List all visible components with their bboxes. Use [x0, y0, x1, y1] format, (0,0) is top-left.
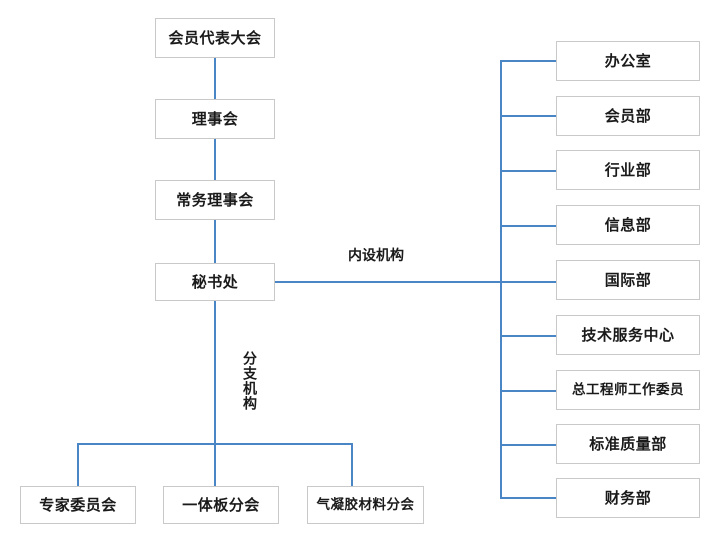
connector-stub-industry — [500, 170, 556, 172]
connector-stub-office — [500, 60, 556, 62]
node-standing-council[interactable]: 常务理事会 — [155, 180, 275, 220]
node-technical-service-center[interactable]: 技术服务中心 — [556, 315, 700, 355]
connector-drop-integrated-board — [214, 443, 216, 486]
connector-secretariat-to-internal-trunk — [275, 281, 501, 283]
edge-label-internal-departments: 内设机构 — [346, 247, 406, 263]
connector-stub-information — [500, 225, 556, 227]
node-standard-quality-department[interactable]: 标准质量部 — [556, 424, 700, 464]
node-international-department[interactable]: 国际部 — [556, 260, 700, 300]
connector-drop-aerogel-material — [351, 443, 353, 486]
node-industry-department[interactable]: 行业部 — [556, 150, 700, 190]
node-membership-department[interactable]: 会员部 — [556, 96, 700, 136]
node-chief-engineer-committee[interactable]: 总工程师工作委员 — [556, 370, 700, 410]
node-aerogel-material-branch[interactable]: 气凝胶材料分会 — [307, 486, 424, 524]
connector-stub-finance — [500, 497, 556, 499]
node-office[interactable]: 办公室 — [556, 41, 700, 81]
connector-stub-standard-quality — [500, 444, 556, 446]
connector-stub-membership — [500, 115, 556, 117]
connector-stub-technical-service — [500, 335, 556, 337]
node-members-assembly[interactable]: 会员代表大会 — [155, 18, 275, 58]
node-information-department[interactable]: 信息部 — [556, 205, 700, 245]
connector-drop-expert-committee — [77, 443, 79, 486]
connector-council-to-standing-council — [214, 139, 216, 180]
node-integrated-board-branch[interactable]: 一体板分会 — [163, 486, 279, 524]
connector-assembly-to-council — [214, 58, 216, 99]
connector-internal-trunk — [500, 60, 502, 498]
edge-label-branch-organizations: 分支机构 — [242, 349, 258, 413]
connector-secretariat-to-branch-bar — [214, 301, 216, 443]
node-expert-committee[interactable]: 专家委员会 — [20, 486, 136, 524]
node-finance-department[interactable]: 财务部 — [556, 478, 700, 518]
node-secretariat[interactable]: 秘书处 — [155, 263, 275, 301]
connector-stub-chief-engineer — [500, 390, 556, 392]
connector-stub-international — [500, 281, 556, 283]
connector-standing-council-to-secretariat — [214, 220, 216, 263]
node-council[interactable]: 理事会 — [155, 99, 275, 139]
